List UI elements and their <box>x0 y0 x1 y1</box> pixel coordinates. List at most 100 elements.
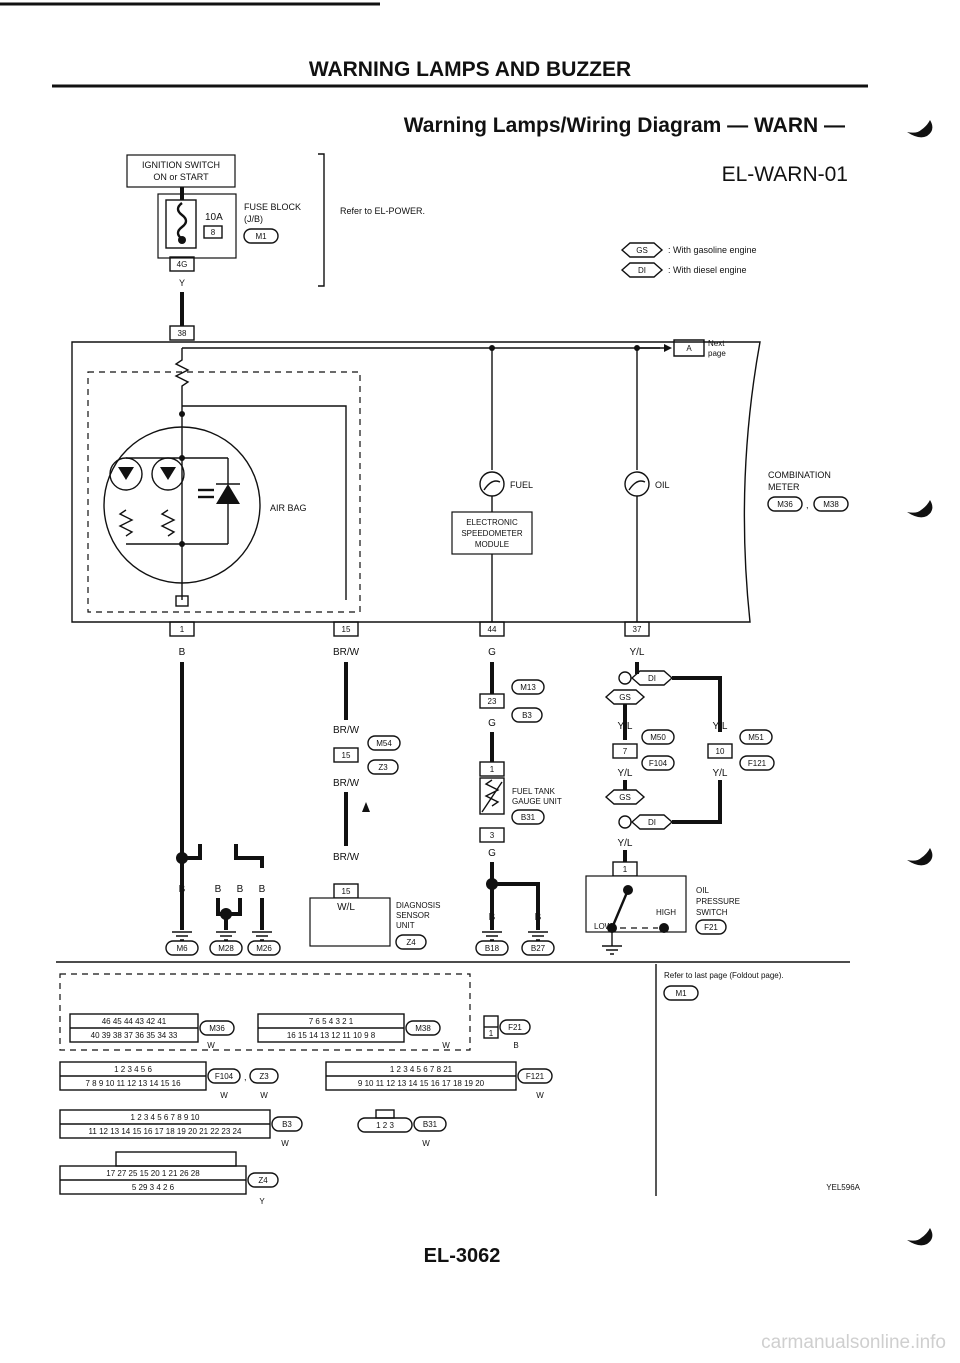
ground-symbol-m28 <box>216 931 236 941</box>
conn-m51-oval <box>739 729 773 745</box>
fuse-symbol <box>176 202 188 240</box>
wire-brw-2: BR/W <box>333 725 360 736</box>
conn-m54: M54 <box>376 739 392 748</box>
term-10: 10 <box>716 747 725 756</box>
wire-g-1: G <box>488 647 496 658</box>
fuel-label: FUEL <box>510 480 533 490</box>
connector-view-m38: 7 6 5 4 3 2 1 16 15 14 13 12 11 10 9 8 M… <box>257 1013 450 1050</box>
oil-switch-low-pt <box>607 923 617 933</box>
conn-b18: B18 <box>485 944 500 953</box>
ignition-state: ON or START <box>153 172 209 182</box>
side-note-text: Refer to last page (Foldout page). <box>664 971 784 980</box>
conn-f104-oval <box>641 755 675 771</box>
term-23-box <box>479 693 505 709</box>
fuse-node <box>178 236 186 244</box>
watermark: carmanualsonline.info <box>761 1332 946 1353</box>
conn-b3: B3 <box>522 711 532 720</box>
oil-switch-arm <box>610 889 630 929</box>
wire-b-1: B <box>179 647 186 658</box>
term-15: 15 <box>342 751 351 760</box>
conn-b31: B31 <box>521 813 536 822</box>
di-marker-2 <box>630 814 674 830</box>
conn-b31-oval <box>511 809 545 825</box>
meter-term-37: 37 <box>633 625 642 634</box>
airbag-diode-1-tri <box>118 467 134 480</box>
svg-text:1 2 3: 1 2 3 <box>376 1121 394 1130</box>
fuel-tank-term-1 <box>479 761 505 777</box>
legend-di-marker <box>620 262 664 278</box>
airbag-bypass <box>182 405 347 600</box>
conn-b3-oval <box>511 707 543 723</box>
wire-yl-1: Y/L <box>629 647 644 658</box>
conn-m13-oval <box>511 679 545 695</box>
ground-symbol-m26 <box>252 931 272 941</box>
svg-text:W: W <box>281 1139 289 1148</box>
legend-gs-code: GS <box>636 246 648 255</box>
conn-m6-oval <box>165 940 199 956</box>
meter-conn-2: M38 <box>823 500 839 509</box>
ground-symbol-oil <box>602 932 622 955</box>
connector-view-m36: 46 45 44 43 42 41 40 39 38 37 36 35 34 3… <box>69 1013 235 1050</box>
meter-conn-2-oval <box>813 496 849 512</box>
ground-symbol-b18 <box>482 931 502 941</box>
conn-m50-oval <box>641 729 675 745</box>
term-7: 7 <box>623 747 628 756</box>
conn-m28-oval <box>209 940 243 956</box>
fuse-wire: Y <box>179 278 185 288</box>
meter-term-44-box <box>479 621 505 637</box>
svg-text:7 6 5 4 3 2 1: 7 6 5 4 3 2 1 <box>309 1017 354 1026</box>
airbag-dashed-region <box>87 371 361 613</box>
wire-brw-4: BR/W <box>333 852 360 863</box>
meter-conn-sep: , <box>806 500 809 510</box>
fuel-tank-label-1: FUEL TANK <box>512 787 556 796</box>
airbag-interior-wiring <box>126 457 229 545</box>
svg-text:Z3: Z3 <box>259 1072 269 1081</box>
binding-tab-1 <box>907 120 933 138</box>
term-7-box <box>612 743 638 759</box>
ground-symbol-m6 <box>172 931 192 941</box>
di-branch-down <box>672 780 722 824</box>
side-note-conn: M1 <box>675 989 687 998</box>
diagram-code: EL-WARN-01 <box>722 163 848 186</box>
gs-code-1: GS <box>619 693 631 702</box>
conn-z3-oval <box>367 759 399 775</box>
fuse-term-box <box>169 256 195 272</box>
fuel-gauge-needle <box>483 480 501 491</box>
svg-text:Y: Y <box>259 1197 265 1206</box>
diagram-title: Warning Lamps/Wiring Diagram — WARN — <box>404 114 845 137</box>
wire-yl-6: Y/L <box>617 838 632 849</box>
fuel-tank-label-2: GAUGE UNIT <box>512 797 562 806</box>
conn-m28: M28 <box>218 944 234 953</box>
gs-code-2: GS <box>619 793 631 802</box>
svg-text:F104: F104 <box>215 1072 234 1081</box>
conn-m6: M6 <box>176 944 188 953</box>
fuse-amp: 10A <box>205 212 223 223</box>
di-branch-up <box>672 676 722 732</box>
brw-arrow <box>362 802 370 812</box>
svg-text:17 27 25 15 20 1 21 26 28: 17 27 25 15 20 1 21 26 28 <box>106 1169 200 1178</box>
gs-marker-2 <box>604 789 646 805</box>
fuse-block-sub: (J/B) <box>244 214 263 224</box>
diag-label-2: SENSOR <box>396 911 430 920</box>
meter-label-1: COMBINATION <box>768 470 831 480</box>
meter-term-44: 44 <box>488 625 497 634</box>
term-15-box <box>333 747 359 763</box>
meter-term-15-box <box>333 621 359 637</box>
side-note-conn-oval <box>663 985 699 1001</box>
svg-text:W: W <box>207 1041 215 1050</box>
fuse-conn-oval <box>243 228 279 244</box>
connector-view-f121: 1 2 3 4 5 6 7 8 21 9 10 11 12 13 14 15 1… <box>325 1061 553 1100</box>
meter-outline <box>71 341 761 623</box>
svg-text:1 2 3 4 5 6 7 8 9 10: 1 2 3 4 5 6 7 8 9 10 <box>131 1113 200 1122</box>
binding-tab-4 <box>907 1228 933 1246</box>
conn-f121-oval <box>739 755 775 771</box>
meter-term-38: 38 <box>178 329 187 338</box>
svg-text:W: W <box>220 1091 228 1100</box>
conn-f21: F21 <box>704 923 718 932</box>
wire-brw-1: BR/W <box>333 647 360 658</box>
gs-marker-1 <box>604 689 646 705</box>
svg-text:1: 1 <box>489 1029 494 1038</box>
oil-switch-high-pt <box>659 923 669 933</box>
meter-conn-1-oval <box>767 496 803 512</box>
oil-gauge-icon <box>624 471 650 497</box>
